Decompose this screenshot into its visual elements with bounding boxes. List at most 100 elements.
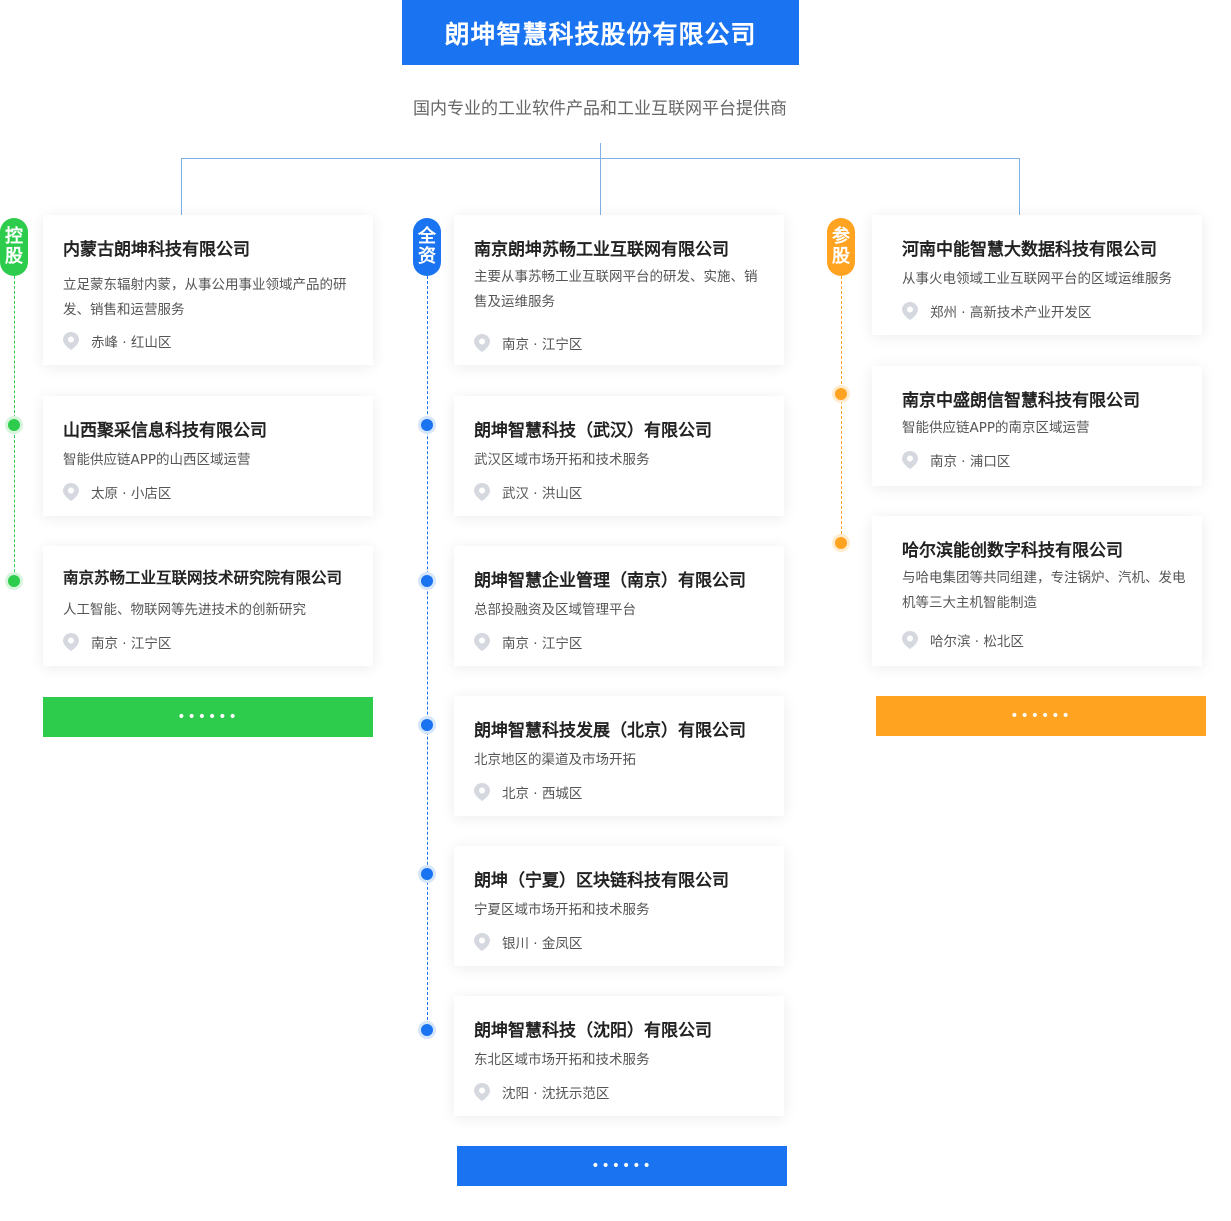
company-desc: 武汉区域市场开拓和技术服务 — [474, 452, 650, 468]
location-pin-icon — [902, 631, 918, 649]
company-location: 哈尔滨 · 松北区 — [902, 630, 1024, 650]
timeline-dot — [835, 388, 847, 400]
timeline-dot — [421, 419, 433, 431]
company-name: 南京苏畅工业互联网技术研究院有限公司 — [63, 569, 343, 587]
company-card[interactable]: 河南中能智慧大数据科技有限公司 从事火电领域工业互联网平台的区域运维服务 郑州 … — [872, 215, 1202, 335]
timeline-wholly-owned — [427, 276, 428, 1030]
badge-holding-char-1: 控 — [5, 226, 23, 247]
location-pin-icon — [474, 783, 490, 801]
location-text: 武汉 · 洪山区 — [502, 486, 583, 502]
location-pin-icon — [474, 933, 490, 951]
company-name: 南京朗坤苏畅工业互联网有限公司 — [474, 240, 729, 260]
timeline-dot — [421, 868, 433, 880]
badge-equity-participation: 参 股 — [827, 218, 855, 276]
company-location: 太原 · 小店区 — [63, 482, 171, 502]
company-location: 南京 · 江宁区 — [474, 632, 582, 652]
company-desc: 立足蒙东辐射内蒙，从事公用事业领域产品的研发、销售和运营服务 — [63, 277, 347, 318]
connector-left — [181, 158, 182, 215]
location-text: 郑州 · 高新技术产业开发区 — [930, 305, 1092, 321]
more-button-holding[interactable]: •••••• — [43, 697, 373, 737]
company-card[interactable]: 哈尔滨能创数字科技有限公司 与哈电集团等共同组建，专注锅炉、汽机、发电机等三大主… — [872, 516, 1202, 666]
location-pin-icon — [902, 302, 918, 320]
company-name: 南京中盛朗信智慧科技有限公司 — [902, 391, 1140, 411]
company-card[interactable]: 朗坤（宁夏）区块链科技有限公司 宁夏区域市场开拓和技术服务 银川 · 金凤区 — [454, 846, 784, 966]
location-text: 北京 · 西城区 — [502, 786, 583, 802]
company-name: 河南中能智慧大数据科技有限公司 — [902, 240, 1157, 260]
company-name: 朗坤智慧科技（沈阳）有限公司 — [474, 1021, 712, 1041]
badge-equity-char-1: 参 — [832, 226, 850, 247]
location-pin-icon — [474, 483, 490, 501]
timeline-dot — [421, 719, 433, 731]
location-text: 太原 · 小店区 — [91, 486, 172, 502]
location-text: 银川 · 金凤区 — [502, 936, 583, 952]
company-name: 朗坤智慧科技发展（北京）有限公司 — [474, 721, 746, 741]
company-name: 朗坤智慧企业管理（南京）有限公司 — [474, 571, 746, 591]
company-desc: 智能供应链APP的山西区域运营 — [63, 452, 251, 468]
connector-right — [1019, 158, 1020, 215]
company-name: 朗坤（宁夏）区块链科技有限公司 — [474, 871, 729, 891]
company-desc: 宁夏区域市场开拓和技术服务 — [474, 902, 650, 918]
location-pin-icon — [63, 332, 79, 350]
timeline-dot — [421, 575, 433, 587]
company-location: 郑州 · 高新技术产业开发区 — [902, 301, 1091, 321]
company-card[interactable]: 南京朗坤苏畅工业互联网有限公司 主要从事苏畅工业互联网平台的研发、实施、销售及运… — [454, 215, 784, 365]
location-text: 赤峰 · 红山区 — [91, 335, 172, 351]
company-desc: 从事火电领域工业互联网平台的区域运维服务 — [902, 271, 1172, 287]
location-pin-icon — [63, 633, 79, 651]
connector-trunk — [600, 143, 601, 215]
timeline-equity — [841, 276, 842, 544]
company-card[interactable]: 南京苏畅工业互联网技术研究院有限公司 人工智能、物联网等先进技术的创新研究 南京… — [43, 546, 373, 666]
company-card[interactable]: 朗坤智慧科技（武汉）有限公司 武汉区域市场开拓和技术服务 武汉 · 洪山区 — [454, 396, 784, 516]
company-desc: 智能供应链APP的南京区域运营 — [902, 420, 1090, 436]
company-desc: 东北区域市场开拓和技术服务 — [474, 1052, 650, 1068]
badge-wholly-char-1: 全 — [418, 226, 436, 247]
company-desc: 总部投融资及区域管理平台 — [474, 602, 636, 618]
timeline-dot — [8, 419, 20, 431]
badge-wholly-char-2: 资 — [418, 246, 436, 267]
timeline-dot — [421, 1024, 433, 1036]
location-pin-icon — [474, 633, 490, 651]
company-location: 沈阳 · 沈抚示范区 — [474, 1082, 609, 1102]
location-text: 哈尔滨 · 松北区 — [930, 634, 1024, 650]
more-button-wholly-owned[interactable]: •••••• — [457, 1146, 787, 1186]
company-name: 哈尔滨能创数字科技有限公司 — [902, 541, 1123, 561]
badge-equity-char-2: 股 — [832, 246, 850, 267]
company-subtitle: 国内专业的工业软件产品和工业互联网平台提供商 — [413, 99, 787, 119]
company-desc: 北京地区的渠道及市场开拓 — [474, 752, 636, 768]
company-card[interactable]: 朗坤智慧科技发展（北京）有限公司 北京地区的渠道及市场开拓 北京 · 西城区 — [454, 696, 784, 816]
company-location: 银川 · 金凤区 — [474, 932, 582, 952]
location-text: 南京 · 浦口区 — [930, 454, 1011, 470]
location-text: 南京 · 江宁区 — [502, 337, 583, 353]
company-name: 朗坤智慧科技（武汉）有限公司 — [474, 421, 712, 441]
company-location: 赤峰 · 红山区 — [63, 331, 171, 351]
location-text: 沈阳 · 沈抚示范区 — [502, 1086, 610, 1102]
location-pin-icon — [474, 1083, 490, 1101]
company-name: 内蒙古朗坤科技有限公司 — [63, 240, 250, 260]
connector-horizontal — [181, 158, 1020, 159]
location-text: 南京 · 江宁区 — [91, 636, 172, 652]
company-location: 武汉 · 洪山区 — [474, 482, 582, 502]
company-location: 北京 · 西城区 — [474, 782, 582, 802]
timeline-dot — [835, 537, 847, 549]
company-location: 南京 · 江宁区 — [474, 333, 582, 353]
company-desc: 主要从事苏畅工业互联网平台的研发、实施、销售及运维服务 — [474, 269, 758, 310]
more-button-equity[interactable]: •••••• — [876, 696, 1206, 736]
location-text: 南京 · 江宁区 — [502, 636, 583, 652]
company-desc: 人工智能、物联网等先进技术的创新研究 — [63, 602, 306, 618]
badge-wholly-owned: 全 资 — [413, 218, 441, 276]
company-card[interactable]: 内蒙古朗坤科技有限公司 立足蒙东辐射内蒙，从事公用事业领域产品的研发、销售和运营… — [43, 215, 373, 365]
location-pin-icon — [474, 334, 490, 352]
company-desc: 与哈电集团等共同组建，专注锅炉、汽机、发电机等三大主机智能制造 — [902, 570, 1186, 611]
company-card[interactable]: 朗坤智慧科技（沈阳）有限公司 东北区域市场开拓和技术服务 沈阳 · 沈抚示范区 — [454, 996, 784, 1116]
badge-holding: 控 股 — [0, 218, 28, 276]
badge-holding-char-2: 股 — [5, 246, 23, 267]
company-card[interactable]: 朗坤智慧企业管理（南京）有限公司 总部投融资及区域管理平台 南京 · 江宁区 — [454, 546, 784, 666]
company-location: 南京 · 浦口区 — [902, 450, 1010, 470]
company-name: 山西聚采信息科技有限公司 — [63, 421, 267, 441]
location-pin-icon — [902, 451, 918, 469]
company-card[interactable]: 南京中盛朗信智慧科技有限公司 智能供应链APP的南京区域运营 南京 · 浦口区 — [872, 366, 1202, 486]
company-location: 南京 · 江宁区 — [63, 632, 171, 652]
timeline-dot — [8, 575, 20, 587]
location-pin-icon — [63, 483, 79, 501]
company-card[interactable]: 山西聚采信息科技有限公司 智能供应链APP的山西区域运营 太原 · 小店区 — [43, 396, 373, 516]
